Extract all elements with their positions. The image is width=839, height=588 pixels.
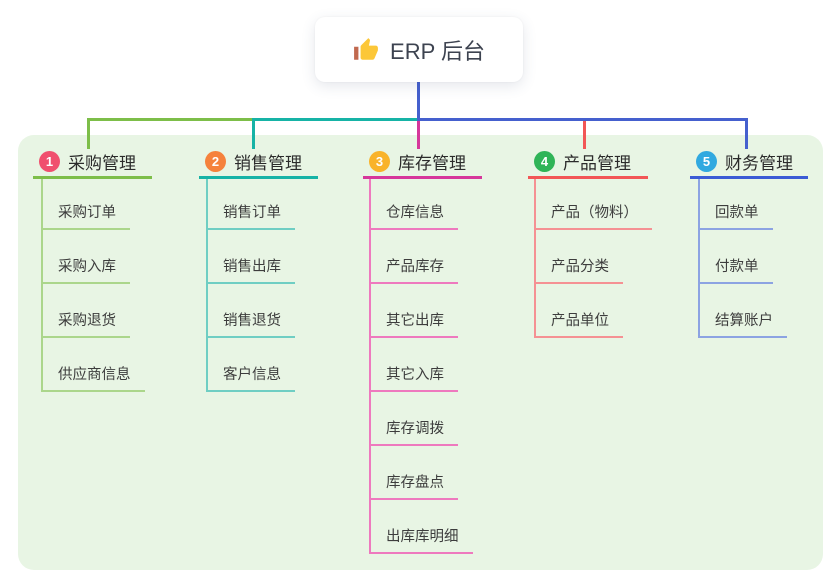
child-node[interactable]: 销售退货 [208,284,295,338]
branches-panel [18,135,823,570]
branch-header-sales[interactable]: 2 销售管理 [199,147,318,179]
branch-children-finance: 回款单 付款单 结算账户 [698,179,787,338]
branch-2-badge: 2 [205,151,226,172]
branch-4-connector-drop [583,121,586,149]
child-node[interactable]: 结算账户 [700,284,787,338]
child-node[interactable]: 供应商信息 [43,338,145,392]
branch-4-label: 产品管理 [563,154,631,173]
branch-2-label: 销售管理 [234,154,302,173]
branch-children-purchase: 采购订单 采购入库 采购退货 供应商信息 [41,179,145,392]
branch-1-label: 采购管理 [68,154,136,173]
child-node[interactable]: 产品单位 [536,284,623,338]
thumbs-up-icon [353,37,379,63]
child-node[interactable]: 客户信息 [208,338,295,392]
child-node[interactable]: 产品分类 [536,230,623,284]
branch-3-label: 库存管理 [398,154,466,173]
child-node[interactable]: 产品（物料） [536,179,652,230]
child-node[interactable]: 采购入库 [43,230,130,284]
branch-children-inventory: 仓库信息 产品库存 其它出库 其它入库 库存调拨 库存盘点 出库库明细 [369,179,473,554]
branch-4-badge: 4 [534,151,555,172]
child-node[interactable]: 销售订单 [208,179,295,230]
branch-header-inventory[interactable]: 3 库存管理 [363,147,482,179]
child-node[interactable]: 库存调拨 [371,392,458,446]
branch-5-connector-drop [745,118,748,149]
branch-5-label: 财务管理 [725,154,793,173]
child-node[interactable]: 采购订单 [43,179,130,230]
child-node[interactable]: 其它入库 [371,338,458,392]
branch-3-badge: 3 [369,151,390,172]
child-node[interactable]: 付款单 [700,230,773,284]
branch-1-connector-horizontal [87,118,254,121]
branch-2-connector-horizontal [253,118,420,121]
child-node[interactable]: 出库库明细 [371,500,473,554]
branch-2-connector-drop [252,118,255,149]
branch-5-badge: 5 [696,151,717,172]
child-node[interactable]: 其它出库 [371,284,458,338]
child-node[interactable]: 库存盘点 [371,446,458,500]
child-node[interactable]: 产品库存 [371,230,458,284]
branch-5-connector-horizontal [417,118,748,121]
branch-children-product: 产品（物料） 产品分类 产品单位 [534,179,652,338]
root-node[interactable]: ERP 后台 [315,17,523,82]
branch-header-finance[interactable]: 5 财务管理 [690,147,808,179]
child-node[interactable]: 仓库信息 [371,179,458,230]
branch-1-connector-drop [87,118,90,149]
child-node[interactable]: 销售出库 [208,230,295,284]
root-trunk-connector [417,82,420,121]
branch-3-connector-drop [417,121,420,149]
child-node[interactable]: 回款单 [700,179,773,230]
branch-header-purchase[interactable]: 1 采购管理 [33,147,152,179]
branch-1-badge: 1 [39,151,60,172]
root-node-label: ERP 后台 [390,38,485,64]
child-node[interactable]: 采购退货 [43,284,130,338]
branch-header-product[interactable]: 4 产品管理 [528,147,648,179]
branch-children-sales: 销售订单 销售出库 销售退货 客户信息 [206,179,295,392]
